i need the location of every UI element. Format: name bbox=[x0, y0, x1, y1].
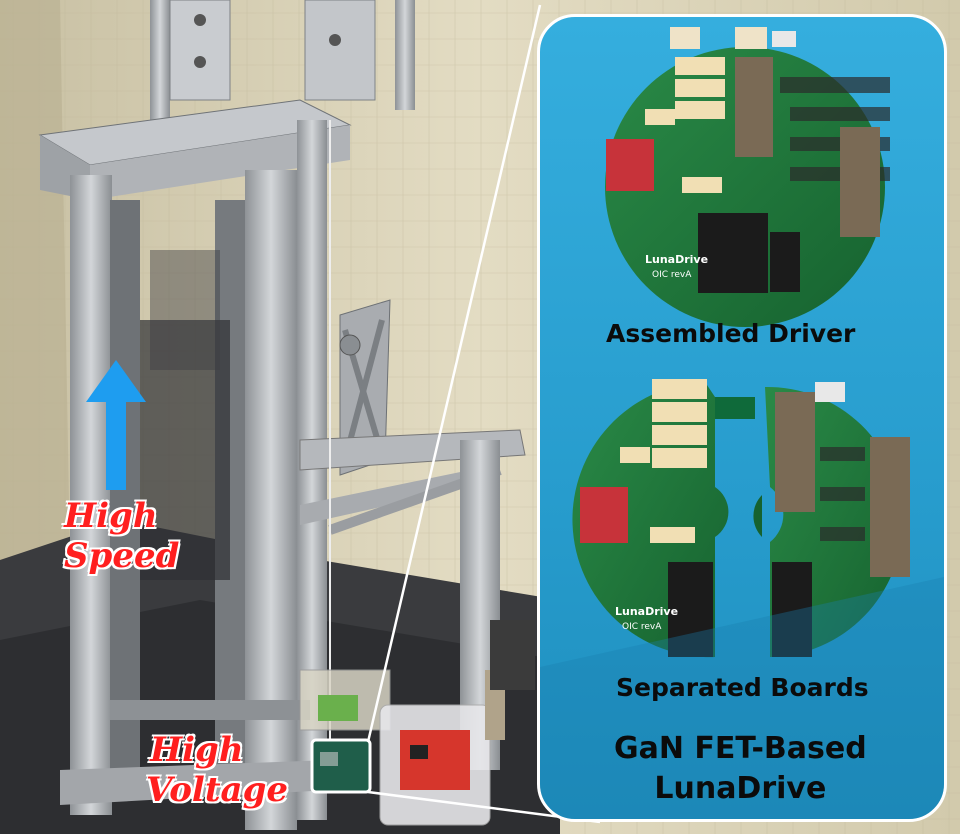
driver-title-line-1: GaN FET-Based bbox=[614, 731, 867, 766]
driver-inset-panel: LunaDrive OIC revA LunaDrive OIC revA bbox=[537, 14, 947, 822]
high-voltage-label: High Voltage bbox=[145, 729, 289, 811]
board-rev-separated: OIC revA bbox=[622, 622, 662, 632]
electronics-box bbox=[299, 620, 535, 826]
board-images: LunaDrive OIC revA LunaDrive OIC revA bbox=[540, 27, 944, 819]
assembled-caption: Assembled Driver bbox=[606, 319, 856, 348]
board-logo-separated: LunaDrive bbox=[615, 605, 678, 618]
high-voltage-line-2: Voltage bbox=[145, 769, 289, 811]
callout-line bbox=[366, 4, 542, 743]
separated-boards: LunaDrive OIC revA bbox=[572, 379, 910, 658]
driver-title-line-2: LunaDrive bbox=[654, 771, 827, 806]
separated-caption: Separated Boards bbox=[616, 673, 869, 702]
board-logo: LunaDrive bbox=[645, 253, 708, 266]
high-speed-label: High Speed bbox=[63, 495, 180, 577]
high-speed-line-2: Speed bbox=[63, 535, 180, 577]
high-speed-line-1: High bbox=[63, 495, 158, 537]
up-arrow-icon bbox=[86, 360, 146, 490]
assembled-driver-board: LunaDrive OIC revA bbox=[605, 27, 890, 327]
high-voltage-line-1: High bbox=[149, 729, 244, 771]
aluminum-frame bbox=[38, 0, 526, 830]
driver-title: GaN FET-Based LunaDrive bbox=[614, 729, 867, 809]
board-rev: OIC revA bbox=[652, 270, 692, 280]
